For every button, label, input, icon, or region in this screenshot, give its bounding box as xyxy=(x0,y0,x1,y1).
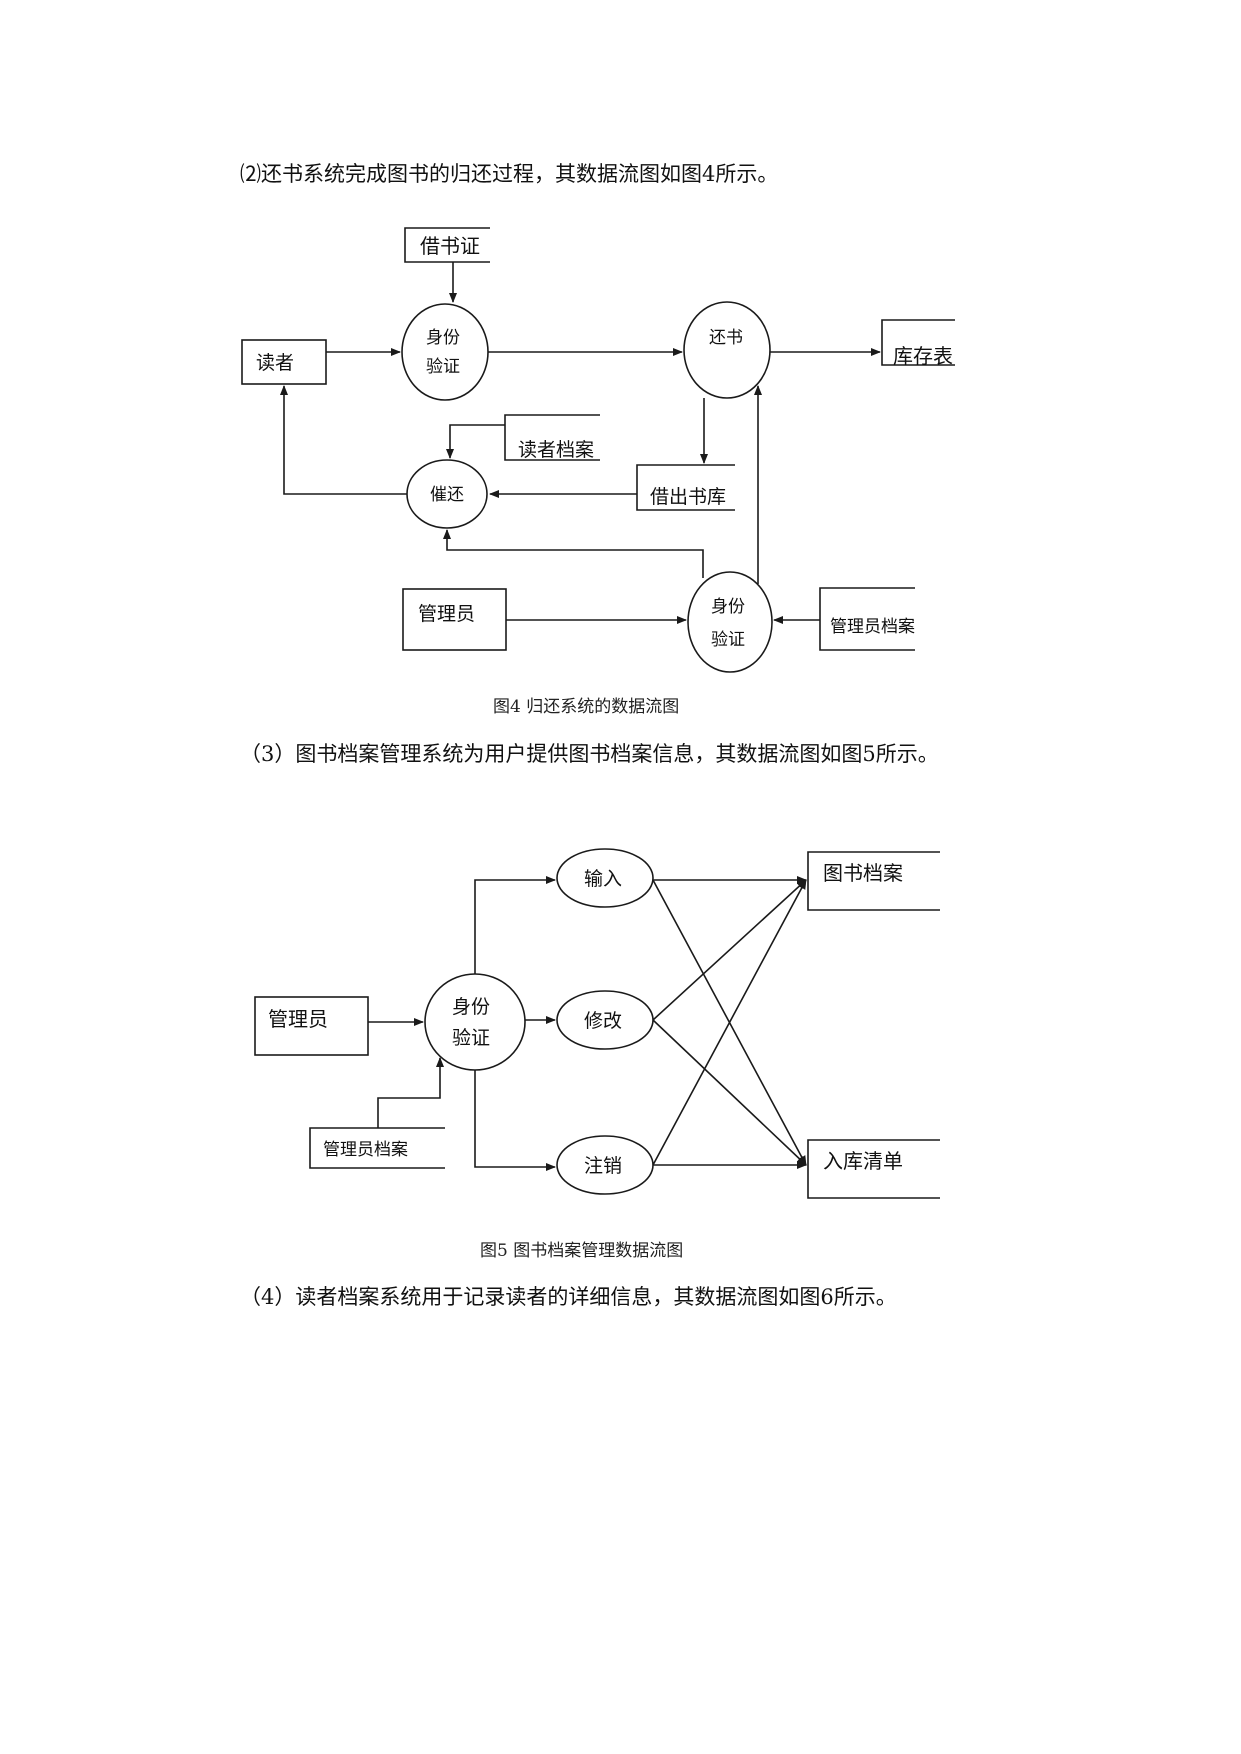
store-admin-archive-label: 管理员档案 xyxy=(830,617,915,637)
process-verify-f5-line1: 身份 xyxy=(452,996,490,1018)
store-book-archive: 图书档案 xyxy=(807,851,940,911)
process-verify-top-line2: 验证 xyxy=(426,357,460,377)
entity-admin-label: 管理员 xyxy=(418,603,475,625)
flow-reader-archive-to-remind xyxy=(446,424,505,459)
flow-remind-to-reader xyxy=(280,385,407,495)
process-verify-f5: 身份 验证 xyxy=(424,973,526,1071)
process-verify-bottom-line1: 身份 xyxy=(711,597,745,617)
process-verify-f5-line2: 验证 xyxy=(452,1027,490,1049)
entity-admin-f5: 管理员 xyxy=(254,996,369,1056)
store-library-card: 借书证 xyxy=(404,227,490,263)
store-stock-list-label: 入库清单 xyxy=(823,1149,903,1173)
entity-reader-label: 读者 xyxy=(256,352,294,374)
paragraph-book-archive-system: （3）图书档案管理系统为用户提供图书档案信息，其数据流图如图5所示。 xyxy=(240,742,939,766)
store-admin-archive-f5: 管理员档案 xyxy=(309,1127,445,1169)
store-borrowed-books-label: 借出书库 xyxy=(650,486,726,508)
entity-reader: 读者 xyxy=(241,339,327,385)
store-library-card-label: 借书证 xyxy=(420,234,480,258)
flow-verify-to-remind xyxy=(443,529,704,578)
process-verify-bottom: 身份 验证 xyxy=(687,571,773,673)
process-cancel-label: 注销 xyxy=(584,1155,622,1177)
store-stock-list: 入库清单 xyxy=(807,1139,940,1199)
store-admin-archive-f5-label: 管理员档案 xyxy=(323,1140,408,1160)
flow-verify-to-input xyxy=(474,876,556,974)
process-modify: 修改 xyxy=(556,990,654,1050)
flow-cancel-to-book-archive xyxy=(652,879,807,1166)
process-input-label: 输入 xyxy=(584,868,622,890)
store-admin-archive: 管理员档案 xyxy=(819,587,915,651)
process-return-book-label: 还书 xyxy=(709,328,743,348)
process-modify-label: 修改 xyxy=(584,1010,622,1032)
figure-5-caption: 图5 图书档案管理数据流图 xyxy=(480,1241,684,1261)
process-verify-bottom-line2: 验证 xyxy=(711,630,745,650)
paragraph-return-system: ⑵还书系统完成图书的归还过程，其数据流图如图4所示。 xyxy=(240,162,779,186)
process-input: 输入 xyxy=(556,848,654,908)
store-book-archive-label: 图书档案 xyxy=(823,861,903,885)
store-inventory: 库存表 xyxy=(881,319,955,368)
store-borrowed-books: 借出书库 xyxy=(636,464,735,511)
figure-4-caption: 图4 归还系统的数据流图 xyxy=(493,697,680,717)
flow-admin-archive-to-verify-f5 xyxy=(377,1057,444,1128)
process-remind-label: 催还 xyxy=(430,485,464,505)
process-return-book: 还书 xyxy=(683,301,771,399)
process-cancel: 注销 xyxy=(556,1135,654,1195)
store-reader-archive-label: 读者档案 xyxy=(518,439,594,461)
flow-modify-to-book-archive xyxy=(652,879,807,1021)
store-reader-archive: 读者档案 xyxy=(504,414,600,461)
flow-modify-to-stock-list xyxy=(652,1019,807,1166)
process-verify-top-line1: 身份 xyxy=(426,328,460,348)
flow-verify-to-cancel xyxy=(474,1070,556,1171)
paragraph-reader-archive-system: （4）读者档案系统用于记录读者的详细信息，其数据流图如图6所示。 xyxy=(240,1285,897,1309)
entity-admin-f5-label: 管理员 xyxy=(268,1007,328,1031)
process-verify-top: 身份 验证 xyxy=(401,303,489,401)
store-inventory-label: 库存表 xyxy=(893,344,953,368)
